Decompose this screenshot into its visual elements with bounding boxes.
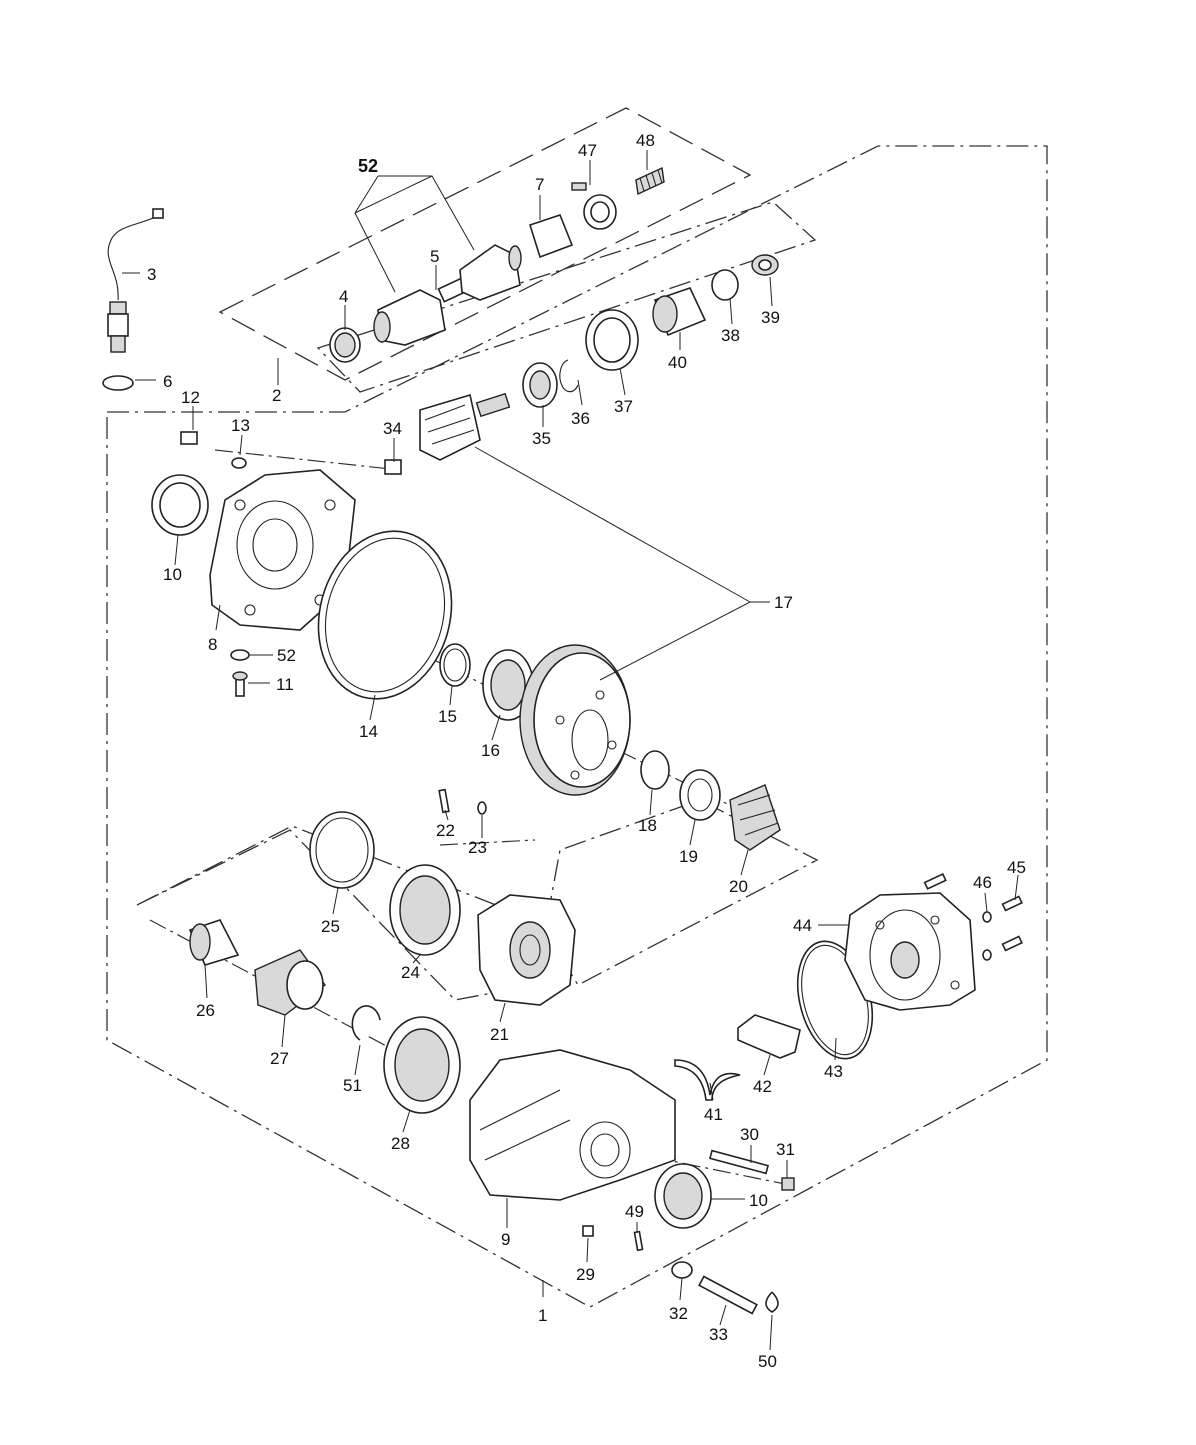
pinion-gear bbox=[384, 392, 511, 475]
callout-21: 21 bbox=[490, 1025, 509, 1044]
washer-46 bbox=[982, 911, 992, 923]
callout-37: 37 bbox=[614, 397, 633, 416]
callout-52-bottom: 52 bbox=[277, 646, 296, 665]
bolt-45 bbox=[1001, 895, 1023, 912]
callout-50: 50 bbox=[758, 1352, 777, 1371]
callout-49: 49 bbox=[625, 1202, 644, 1221]
pin-49 bbox=[633, 1230, 644, 1252]
pin-33 bbox=[698, 1275, 758, 1315]
callout-12: 12 bbox=[181, 388, 200, 407]
callout-51: 51 bbox=[343, 1076, 362, 1095]
callout-25: 25 bbox=[321, 917, 340, 936]
outline-differential-group bbox=[136, 799, 819, 1001]
callout-24: 24 bbox=[401, 963, 420, 982]
diff-case-21 bbox=[477, 894, 576, 1006]
callout-34: 34 bbox=[383, 419, 402, 438]
side-gear-20 bbox=[729, 784, 781, 851]
hub-27 bbox=[254, 949, 326, 1016]
callout-10-lower: 10 bbox=[749, 1191, 768, 1210]
callout-52-top: 52 bbox=[358, 156, 378, 176]
callout-32: 32 bbox=[669, 1304, 688, 1323]
callout-18: 18 bbox=[638, 816, 657, 835]
callout-47: 47 bbox=[578, 141, 597, 160]
callout-14: 14 bbox=[359, 722, 378, 741]
callout-4: 4 bbox=[339, 287, 348, 306]
callout-29: 29 bbox=[576, 1265, 595, 1284]
callout-11: 11 bbox=[276, 675, 294, 694]
callout-8: 8 bbox=[208, 635, 217, 654]
retainer-41 bbox=[674, 1059, 741, 1101]
callout-30: 30 bbox=[740, 1125, 759, 1144]
callout-23: 23 bbox=[468, 838, 487, 857]
callout-33: 33 bbox=[709, 1325, 728, 1344]
callout-13: 13 bbox=[231, 416, 250, 435]
left-housing bbox=[151, 431, 356, 697]
callout-1: 1 bbox=[538, 1306, 547, 1325]
callout-16: 16 bbox=[481, 741, 500, 760]
bearing-26 bbox=[188, 919, 240, 966]
callout-10-upper: 10 bbox=[163, 565, 182, 584]
sensor-3 bbox=[107, 208, 164, 353]
callout-9: 9 bbox=[501, 1230, 510, 1249]
group-outlines bbox=[106, 107, 1048, 1308]
callout-2: 2 bbox=[272, 386, 281, 405]
o-ring-6 bbox=[102, 375, 134, 391]
callout-labels: 52 3 6 4 5 7 47 48 2 12 13 34 35 36 37 4… bbox=[147, 131, 1026, 1371]
callout-19: 19 bbox=[679, 847, 698, 866]
callout-39: 39 bbox=[761, 308, 780, 327]
callout-40: 40 bbox=[668, 353, 687, 372]
callout-38: 38 bbox=[721, 326, 740, 345]
callout-46: 46 bbox=[973, 873, 992, 892]
callout-3: 3 bbox=[147, 265, 156, 284]
callout-15: 15 bbox=[438, 707, 457, 726]
callout-26: 26 bbox=[196, 1001, 215, 1020]
bolt-22 bbox=[438, 788, 450, 814]
main-housing-9 bbox=[469, 1049, 676, 1201]
leader-lines bbox=[122, 150, 1019, 1351]
pinion-bearing-set bbox=[522, 254, 779, 408]
driveshaft-assembly bbox=[329, 166, 665, 363]
clip-32 bbox=[671, 1261, 693, 1279]
gasket-14 bbox=[317, 530, 453, 700]
callout-43: 43 bbox=[824, 1062, 843, 1081]
shim-18 bbox=[640, 750, 670, 790]
callout-6: 6 bbox=[163, 372, 172, 391]
plug-31 bbox=[781, 1177, 795, 1191]
bolt-29 bbox=[582, 1225, 594, 1237]
callout-41: 41 bbox=[704, 1105, 723, 1124]
callout-42: 42 bbox=[753, 1077, 772, 1096]
outline-inner-assembly bbox=[316, 201, 817, 393]
callout-5: 5 bbox=[430, 247, 439, 266]
pin-30 bbox=[708, 1149, 770, 1175]
callout-20: 20 bbox=[729, 877, 748, 896]
callout-28: 28 bbox=[391, 1134, 410, 1153]
washer-23 bbox=[477, 801, 487, 815]
outline-driveshaft-kit-2 bbox=[218, 107, 752, 381]
callout-22: 22 bbox=[436, 821, 455, 840]
callout-35: 35 bbox=[532, 429, 551, 448]
callout-48: 48 bbox=[636, 131, 655, 150]
washer-19 bbox=[679, 769, 721, 821]
callout-31: 31 bbox=[776, 1140, 795, 1159]
ring-gear-17 bbox=[519, 644, 631, 796]
cover-44 bbox=[844, 892, 976, 1011]
clip-50 bbox=[765, 1291, 779, 1313]
ring-25 bbox=[309, 811, 375, 889]
callout-36: 36 bbox=[571, 409, 590, 428]
snap-ring-51 bbox=[351, 1005, 381, 1041]
callout-17: 17 bbox=[774, 593, 793, 612]
pad-42 bbox=[737, 1014, 801, 1059]
shim-15 bbox=[439, 643, 471, 687]
callout-45: 45 bbox=[1007, 858, 1026, 877]
callout-27: 27 bbox=[270, 1049, 289, 1068]
callout-44: 44 bbox=[793, 916, 812, 935]
callout-7: 7 bbox=[535, 175, 544, 194]
